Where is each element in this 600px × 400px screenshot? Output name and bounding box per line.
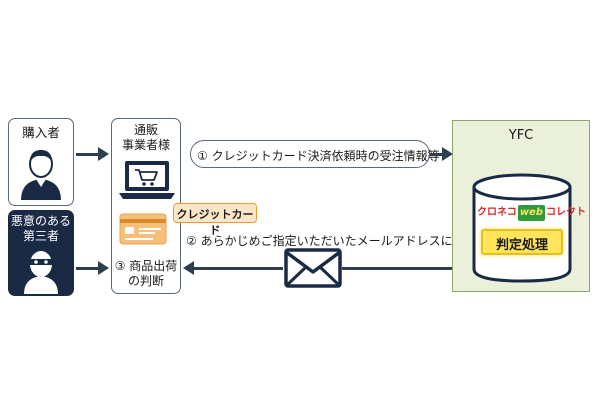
- step2-arrow-right: [342, 267, 452, 270]
- masked-thief-icon: [24, 251, 58, 294]
- credit-card-callout: クレジットカード: [173, 203, 257, 237]
- third-party-label-line1: 悪意のある: [10, 214, 71, 228]
- email-envelope-icon: [284, 248, 342, 288]
- third-party-to-merchant-arrowhead: [98, 261, 109, 275]
- buyer-box: 購入者: [8, 118, 74, 206]
- step2-arrowhead: [183, 261, 194, 275]
- third-party-to-merchant-arrow: [76, 267, 100, 270]
- third-party-box: 悪意のある 第三者: [8, 210, 74, 296]
- yfc-label: YFC: [508, 128, 534, 143]
- merchant-judgment-line1: ③ 商品出荷: [114, 259, 178, 273]
- buyer-to-merchant-arrow: [76, 153, 100, 156]
- database-cylinder-icon: [472, 173, 572, 283]
- third-party-label-line2: 第三者: [22, 229, 59, 243]
- buyer-to-merchant-arrowhead: [98, 147, 109, 161]
- judgment-processing-label: 判定処理: [495, 238, 548, 253]
- laptop-cart-icon: [119, 161, 175, 199]
- merchant-box: 通販 事業者様 ③ 商品出荷 の判断: [111, 118, 181, 294]
- step1-banner: [190, 140, 430, 168]
- step2-text: ② あらかじめご指定いただいたメールアドレスに通知: [186, 234, 477, 248]
- logo-web-text: web: [517, 205, 545, 221]
- step2-arrow-left: [193, 267, 283, 270]
- step1-arrow: [430, 153, 444, 156]
- credit-card-callout-label: クレジットカード: [176, 208, 254, 237]
- step1-text: ① クレジットカード決済依頼時の受注情報等: [197, 149, 440, 163]
- buyer-person-icon: [21, 150, 61, 200]
- merchant-label-line2: 事業者様: [121, 138, 170, 152]
- buyer-label: 購入者: [22, 125, 60, 140]
- merchant-label-line1: 通販: [133, 123, 158, 137]
- step1-arrowhead: [442, 147, 453, 161]
- judgment-processing-box: 判定処理: [481, 229, 563, 255]
- credit-card-icon: [119, 213, 167, 245]
- logo-collect-text: コレクト: [546, 207, 586, 218]
- logo-kuroneko-text: クロネコ: [477, 207, 517, 218]
- merchant-judgment-line2: の判断: [127, 274, 164, 288]
